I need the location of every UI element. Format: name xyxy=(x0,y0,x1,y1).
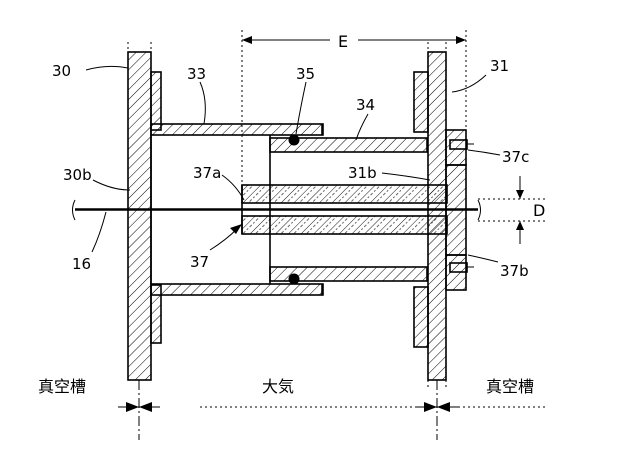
dimension-d: D xyxy=(516,176,545,244)
label-37: 37 xyxy=(190,253,209,271)
label-37c: 37c xyxy=(502,148,529,166)
label-37b: 37b xyxy=(500,262,529,280)
label-atmosphere: 大気 xyxy=(262,377,294,396)
region-boundaries xyxy=(118,402,548,412)
label-30b: 30b xyxy=(63,166,92,184)
label-d: D xyxy=(533,201,545,220)
label-31b: 31b xyxy=(348,164,377,182)
label-31: 31 xyxy=(490,57,509,75)
label-30: 30 xyxy=(52,62,71,80)
label-16: 16 xyxy=(72,255,91,273)
label-37a: 37a xyxy=(193,164,221,182)
label-35: 35 xyxy=(296,65,315,83)
left-wall-30 xyxy=(128,42,161,380)
label-vacuum-left: 真空槽 xyxy=(38,377,86,396)
label-e: E xyxy=(338,32,348,51)
label-34: 34 xyxy=(356,96,375,114)
region-labels: 真空槽 大気 真空槽 xyxy=(38,377,534,396)
label-33: 33 xyxy=(187,65,206,83)
label-vacuum-right: 真空槽 xyxy=(486,377,534,396)
